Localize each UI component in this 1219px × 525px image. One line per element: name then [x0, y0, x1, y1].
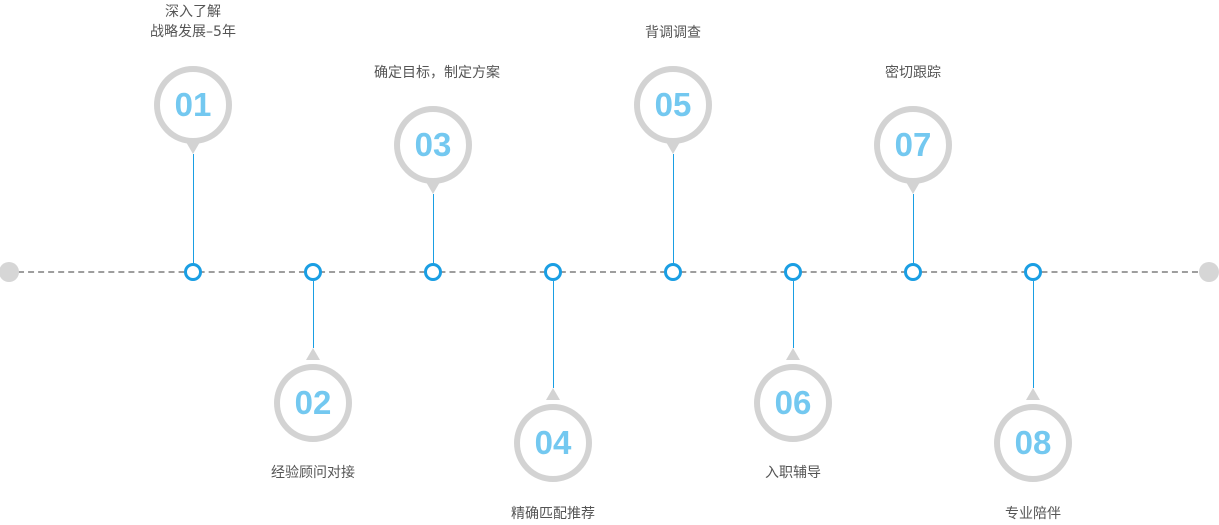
step-05-connector: [673, 154, 674, 266]
timeline-end-cap: [1199, 262, 1219, 282]
step-01-number: 01: [174, 86, 212, 123]
step-04-connector: [553, 281, 554, 388]
step-01-caption-line2: 战略发展–5年: [150, 24, 236, 40]
step-01-caption-line1: 深入了解: [165, 4, 221, 20]
timeline-start-cap: [0, 262, 19, 282]
step-06-connector: [793, 281, 794, 348]
step-04-node: [544, 263, 562, 281]
step-07-pin: 07: [874, 106, 952, 184]
step-07-caption: 密切跟踪: [885, 65, 941, 81]
step-07-connector: [913, 194, 914, 266]
timeline-dashed-line: [8, 271, 1208, 273]
step-08-number: 08: [1014, 424, 1052, 461]
step-06-caption: 入职辅导: [765, 465, 821, 481]
step-02-node: [304, 263, 322, 281]
step-01-node: [184, 263, 202, 281]
step-05-caption: 背调调查: [645, 25, 701, 41]
step-03-pin: 03: [394, 106, 472, 184]
step-08-pin: 08: [994, 404, 1072, 482]
step-05-number: 05: [654, 86, 692, 123]
step-02-number: 02: [294, 384, 332, 421]
step-04-caption: 精确匹配推荐: [511, 506, 595, 522]
step-08-pin-tip: [1026, 388, 1040, 400]
step-01-pin-tip: [186, 142, 200, 154]
step-06-pin-tip: [786, 348, 800, 360]
step-02-connector: [313, 281, 314, 348]
step-02-pin-tip: [306, 348, 320, 360]
step-07-node: [904, 263, 922, 281]
step-07-number: 07: [894, 126, 932, 163]
step-04-number: 04: [534, 424, 572, 461]
step-03-node: [424, 263, 442, 281]
step-03-connector: [433, 194, 434, 266]
step-02-caption: 经验顾问对接: [271, 465, 355, 481]
step-06-pin: 06: [754, 364, 832, 442]
step-06-node: [784, 263, 802, 281]
step-01-pin: 01: [154, 66, 232, 144]
step-05-pin-tip: [666, 142, 680, 154]
step-01-connector: [193, 154, 194, 266]
step-08-connector: [1033, 281, 1034, 388]
step-05-pin: 05: [634, 66, 712, 144]
step-08-node: [1024, 263, 1042, 281]
step-03-pin-tip: [426, 182, 440, 194]
step-08-caption: 专业陪伴: [1005, 506, 1061, 522]
step-04-pin: 04: [514, 404, 592, 482]
step-06-number: 06: [774, 384, 812, 421]
step-04-pin-tip: [546, 388, 560, 400]
step-05-node: [664, 263, 682, 281]
step-02-pin: 02: [274, 364, 352, 442]
step-03-caption: 确定目标，制定方案: [374, 65, 500, 81]
step-01-caption: 深入了解 战略发展–5年: [83, 2, 303, 42]
step-07-pin-tip: [906, 182, 920, 194]
step-03-number: 03: [414, 126, 452, 163]
